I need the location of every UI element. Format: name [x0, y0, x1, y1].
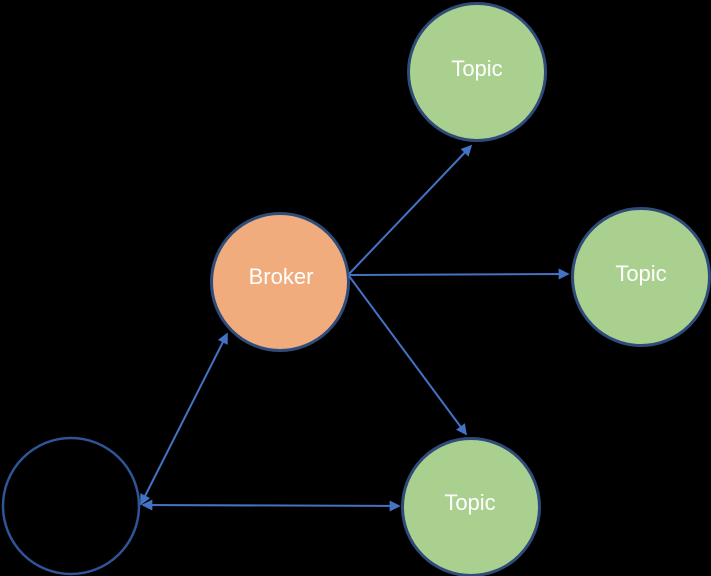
- edge-unlabeled-topic-bottom: [141, 499, 401, 512]
- edge-broker-topic-bottom: [348, 275, 467, 436]
- node-topic-right: [571, 207, 711, 347]
- node-label-topic-bottom: Topic: [444, 490, 495, 515]
- node-broker: [210, 212, 350, 352]
- edge-broker-topic-top: [348, 144, 473, 275]
- node-unlabeled-circle: [1, 436, 141, 576]
- node-label-topic-right: Topic: [615, 261, 666, 286]
- node-label-broker: Broker: [249, 264, 314, 289]
- node-topic-top: [407, 2, 547, 142]
- node-label-topic-top: Topic: [451, 56, 502, 81]
- edge-unlabeled-broker: [140, 332, 228, 506]
- edge-broker-topic-right: [348, 268, 570, 280]
